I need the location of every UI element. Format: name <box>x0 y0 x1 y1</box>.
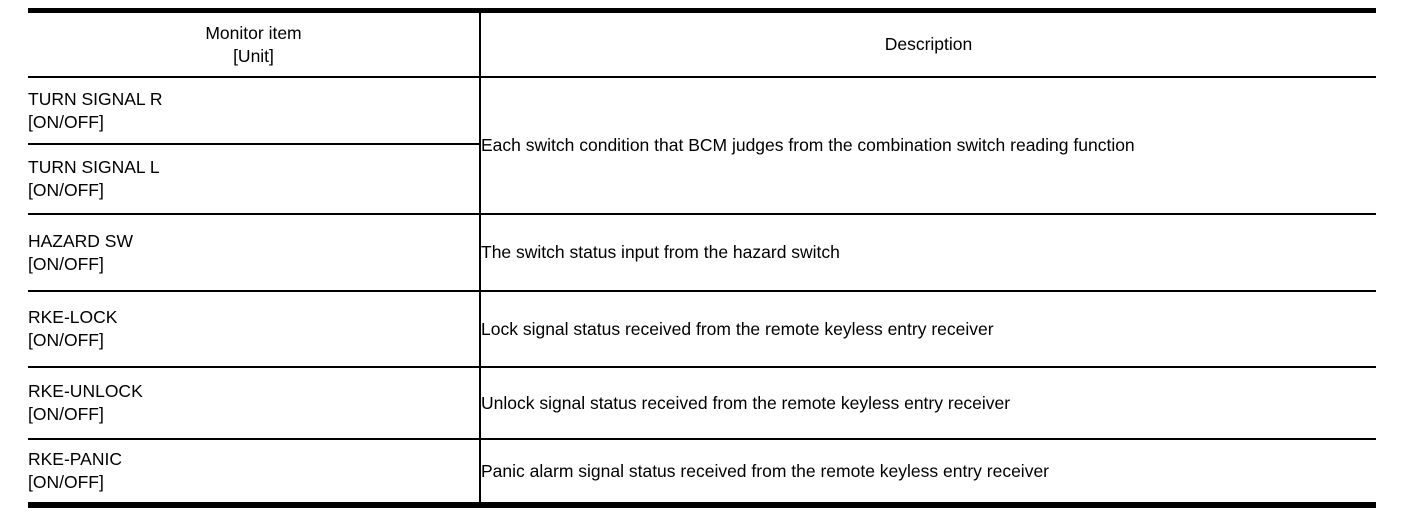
item-name: RKE-LOCK <box>28 307 118 327</box>
monitor-item-turn-signal-r: TURN SIGNAL R [ON/OFF] <box>28 77 481 145</box>
item-name: HAZARD SW <box>28 230 133 251</box>
monitor-item-table: Monitor item [Unit] Description TURN SIG… <box>28 8 1376 508</box>
table-row: HAZARD SW [ON/OFF] The switch status inp… <box>28 214 1376 292</box>
item-name: RKE-UNLOCK <box>28 381 143 401</box>
header-description-label: Description <box>884 34 973 54</box>
description-rke-lock: Lock signal status received from the rem… <box>480 291 1376 368</box>
table-row: TURN SIGNAL R [ON/OFF] Each switch condi… <box>28 77 1376 215</box>
description-text: Unlock signal status received from the r… <box>481 392 1011 413</box>
monitor-item-hazard-sw: HAZARD SW [ON/OFF] <box>28 214 481 292</box>
monitor-item-rke-lock: RKE-LOCK [ON/OFF] <box>28 291 481 368</box>
description-turn-signal: Each switch condition that BCM judges fr… <box>480 77 1376 215</box>
description-text: Lock signal status received from the rem… <box>481 318 994 339</box>
table-row: RKE-UNLOCK [ON/OFF] Unlock signal status… <box>28 367 1376 440</box>
table-row: RKE-PANIC [ON/OFF] Panic alarm signal st… <box>28 439 1376 506</box>
description-text: Each switch condition that BCM judges fr… <box>481 135 1135 155</box>
column-header-description: Description <box>480 10 1376 78</box>
item-unit: [ON/OFF] <box>28 404 104 424</box>
monitor-item-rke-unlock: RKE-UNLOCK [ON/OFF] <box>28 367 481 440</box>
table-row: RKE-LOCK [ON/OFF] Lock signal status rec… <box>28 291 1376 368</box>
header-unit-label: [Unit] <box>233 45 274 66</box>
table-header-row: Monitor item [Unit] Description <box>28 10 1376 78</box>
item-unit: [ON/OFF] <box>28 472 104 492</box>
description-rke-panic: Panic alarm signal status received from … <box>480 439 1376 506</box>
description-rke-unlock: Unlock signal status received from the r… <box>480 367 1376 440</box>
header-monitor-item-label: Monitor item <box>205 22 302 43</box>
item-name: RKE-PANIC <box>28 449 122 469</box>
item-unit: [ON/OFF] <box>28 330 104 350</box>
monitor-item-turn-signal-l: TURN SIGNAL L [ON/OFF] <box>28 144 481 215</box>
description-hazard-sw: The switch status input from the hazard … <box>480 214 1376 292</box>
description-text: The switch status input from the hazard … <box>481 242 840 262</box>
item-unit: [ON/OFF] <box>28 111 104 132</box>
item-name: TURN SIGNAL R <box>28 88 163 109</box>
item-name: TURN SIGNAL L <box>28 157 160 177</box>
item-unit: [ON/OFF] <box>28 180 104 200</box>
column-header-monitor-item: Monitor item [Unit] <box>28 10 481 78</box>
table-row: TURN SIGNAL L [ON/OFF] <box>28 144 1376 215</box>
monitor-item-rke-panic: RKE-PANIC [ON/OFF] <box>28 439 481 506</box>
description-text: Panic alarm signal status received from … <box>481 460 1050 481</box>
item-unit: [ON/OFF] <box>28 253 104 274</box>
